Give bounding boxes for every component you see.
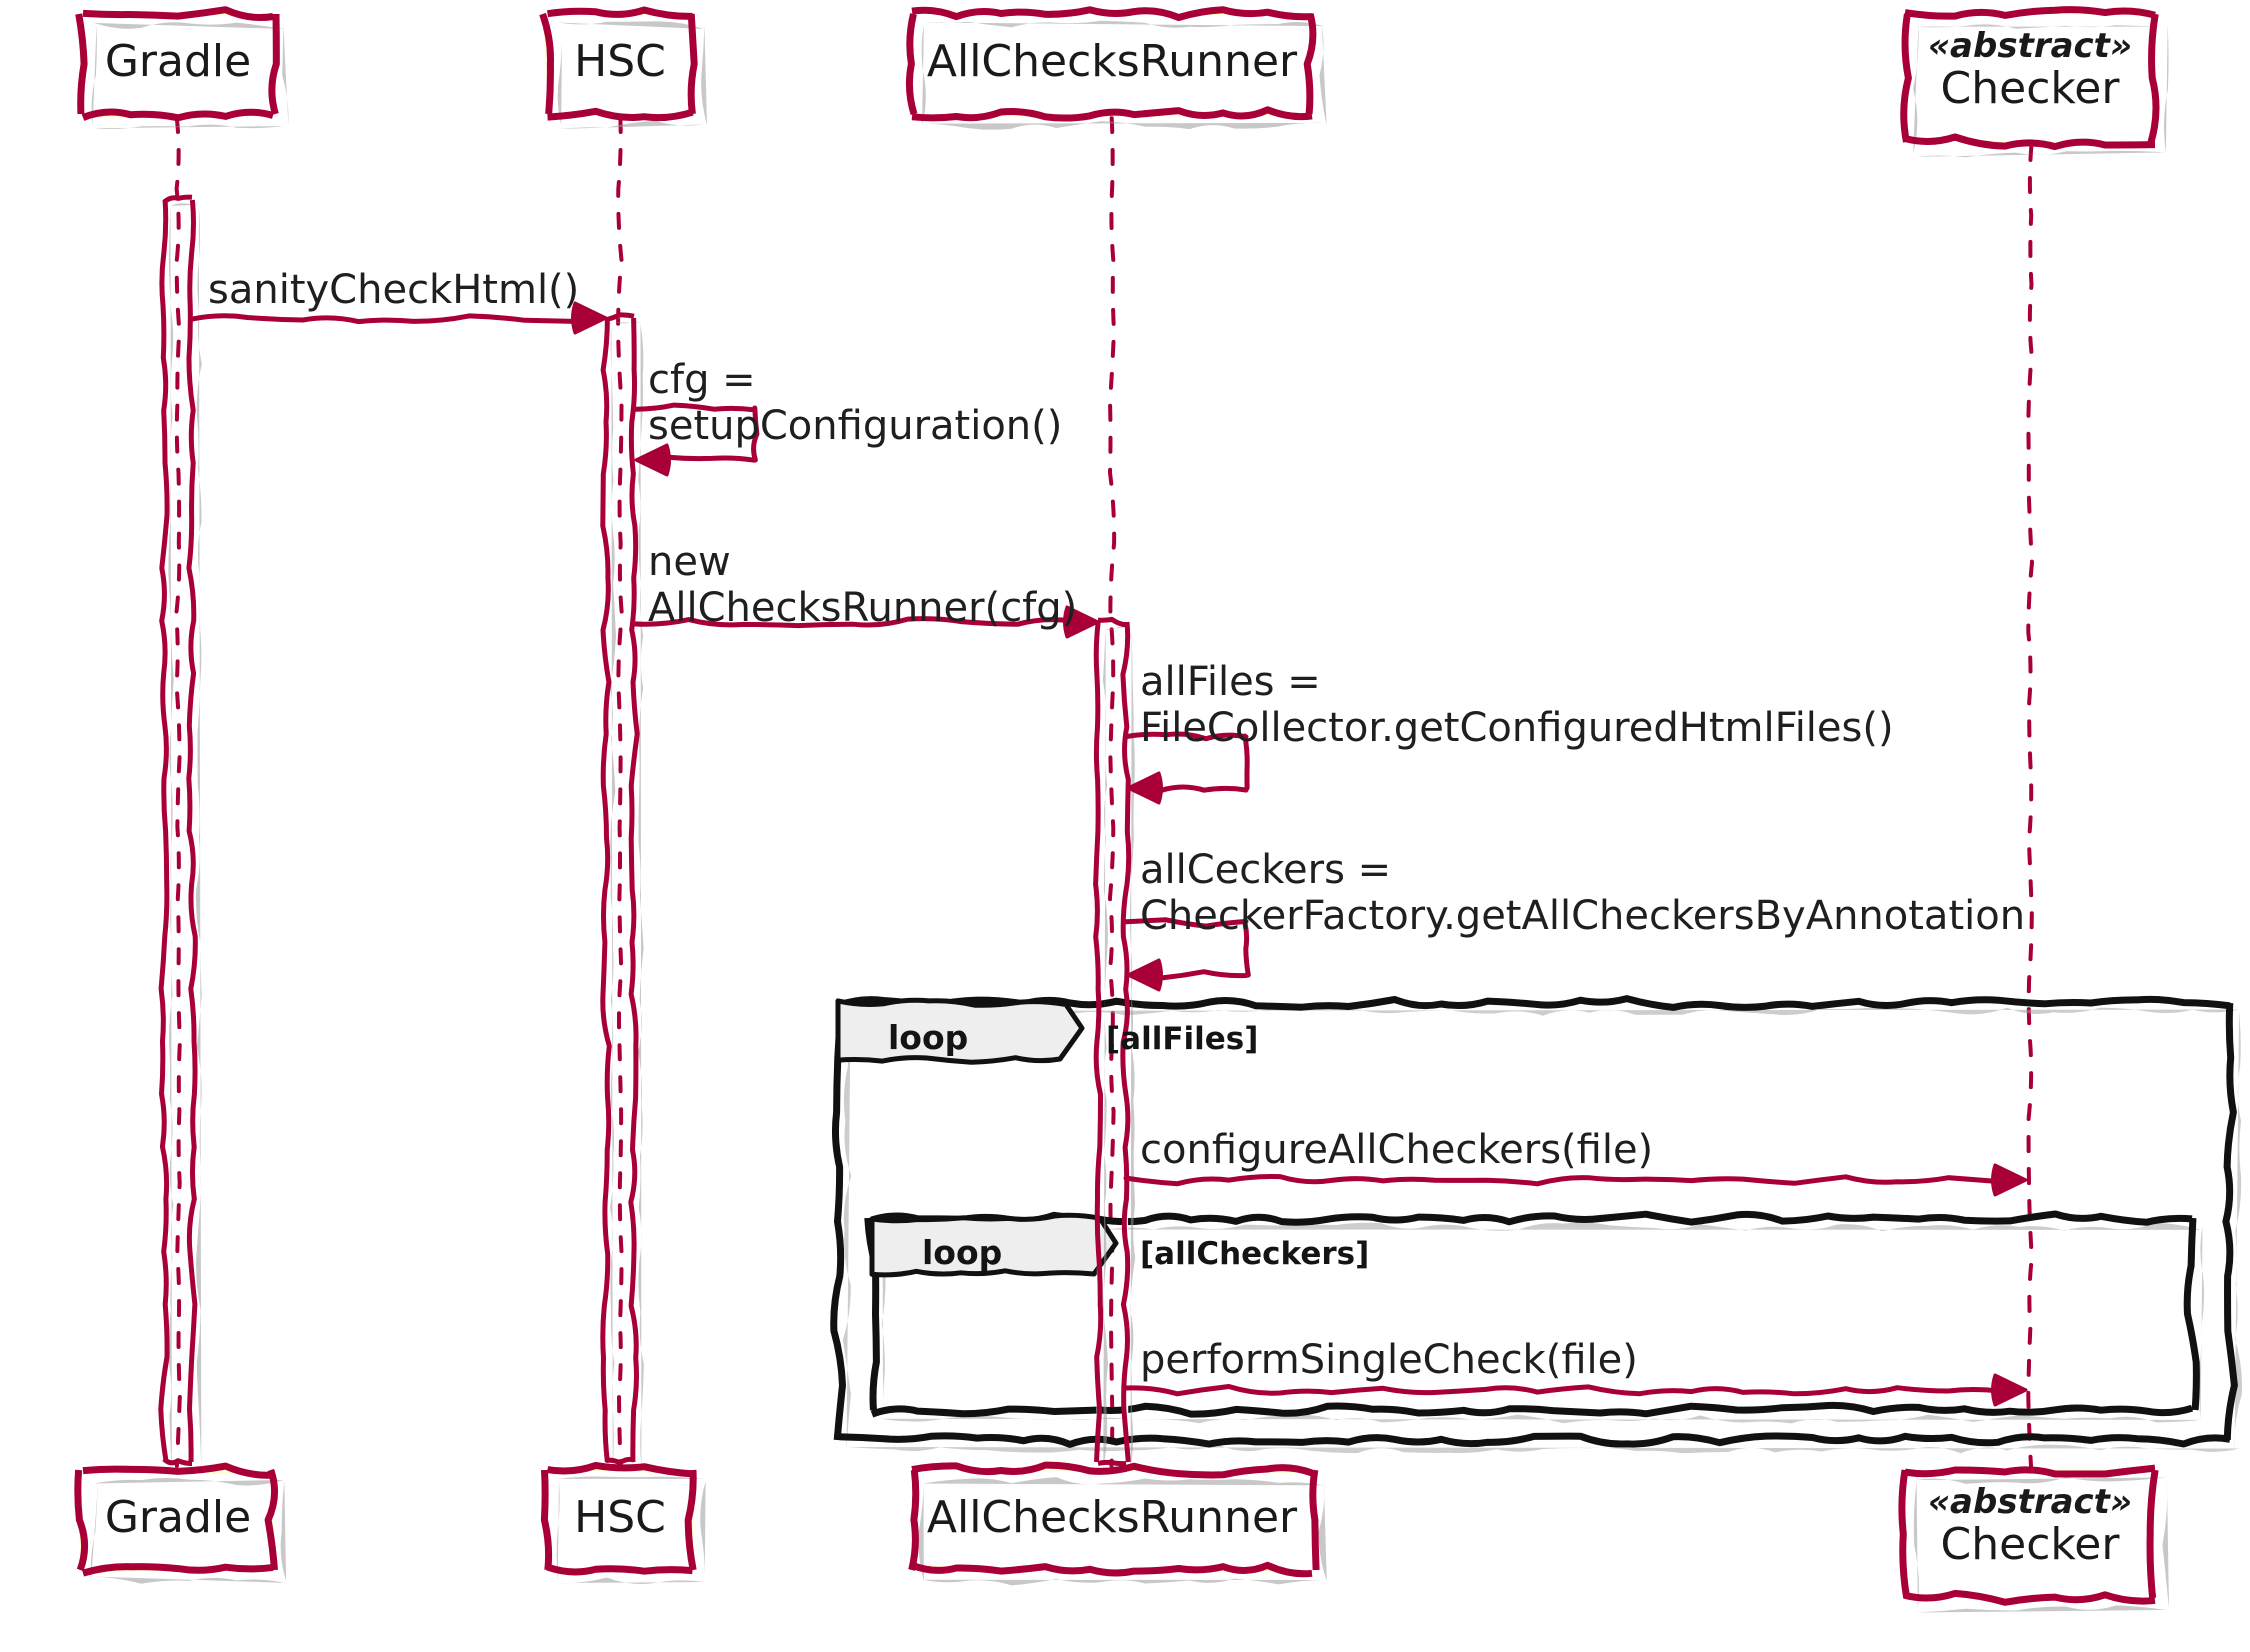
message-m5[interactable]	[1123, 917, 1251, 992]
participant-box-body	[75, 6, 280, 122]
participant-box-gradle-top[interactable]	[75, 6, 289, 129]
participant-box-body	[1898, 1464, 2159, 1606]
fragment-operator-tag	[869, 1212, 1119, 1278]
activation-shadow	[1102, 626, 1136, 1470]
activation-shadow	[168, 203, 202, 1471]
activation-body	[1093, 616, 1132, 1467]
activation-bar-runner	[1093, 616, 1136, 1470]
activation-body	[158, 194, 198, 1467]
participant-box-body	[908, 1461, 1320, 1578]
arrow-head	[1126, 771, 1163, 805]
arrow-head	[1991, 1163, 2028, 1197]
participant-box-hsc-top[interactable]	[539, 6, 707, 129]
activations-group	[158, 194, 1136, 1471]
fragment-operator-tag	[835, 997, 1085, 1065]
message-line	[1123, 1383, 2003, 1397]
participant-box-body	[539, 6, 698, 122]
message-line	[631, 402, 760, 463]
participant-box-runner-top[interactable]	[905, 6, 1327, 130]
participant-box-hsc-bottom[interactable]	[540, 1461, 706, 1585]
participant-box-runner-bottom[interactable]	[908, 1461, 1327, 1586]
message-m4[interactable]	[1123, 731, 1250, 805]
fragment-outline	[864, 1210, 2200, 1418]
lifeline-checker	[2026, 144, 2035, 1468]
message-m6[interactable]	[1123, 1163, 2028, 1197]
message-m1[interactable]	[189, 301, 608, 335]
participant-box-gradle-bottom[interactable]	[74, 1462, 287, 1584]
activation-bar-hsc	[600, 312, 644, 1471]
fragment-outline	[830, 995, 2238, 1448]
arrow-head	[634, 443, 671, 477]
lifeline-gradle	[174, 116, 183, 1468]
participant-box-body	[905, 6, 1317, 122]
fragments-group	[830, 995, 2243, 1454]
participant-box-body	[74, 1462, 278, 1577]
arrow-head	[1063, 605, 1100, 639]
message-line	[1123, 917, 1251, 981]
participant-box-checker-top[interactable]	[1900, 6, 2169, 158]
message-line	[631, 616, 1075, 629]
participant-box-checker-bottom[interactable]	[1898, 1464, 2169, 1613]
arrow-head	[1126, 958, 1163, 992]
lifeline-hsc	[616, 116, 624, 1468]
activation-shadow	[610, 322, 644, 1471]
participant-boxes-group	[74, 6, 2169, 1613]
message-m7[interactable]	[1123, 1373, 2028, 1407]
activation-bar-gradle	[158, 194, 202, 1471]
participant-box-body	[1900, 6, 2160, 151]
message-line	[1123, 731, 1250, 793]
messages-group	[189, 301, 2028, 1407]
message-m3[interactable]	[631, 605, 1100, 639]
activation-body	[600, 312, 640, 1466]
message-line	[189, 313, 583, 325]
arrow-head	[571, 301, 608, 335]
message-line	[1123, 1174, 2003, 1187]
lifeline-runner	[1107, 116, 1117, 1468]
fragment-loop-allfiles	[830, 995, 2243, 1454]
arrow-head	[1991, 1373, 2028, 1407]
message-m2[interactable]	[631, 402, 760, 477]
fragment-loop-allcheckers	[864, 1210, 2205, 1424]
participant-box-body	[540, 1461, 697, 1576]
